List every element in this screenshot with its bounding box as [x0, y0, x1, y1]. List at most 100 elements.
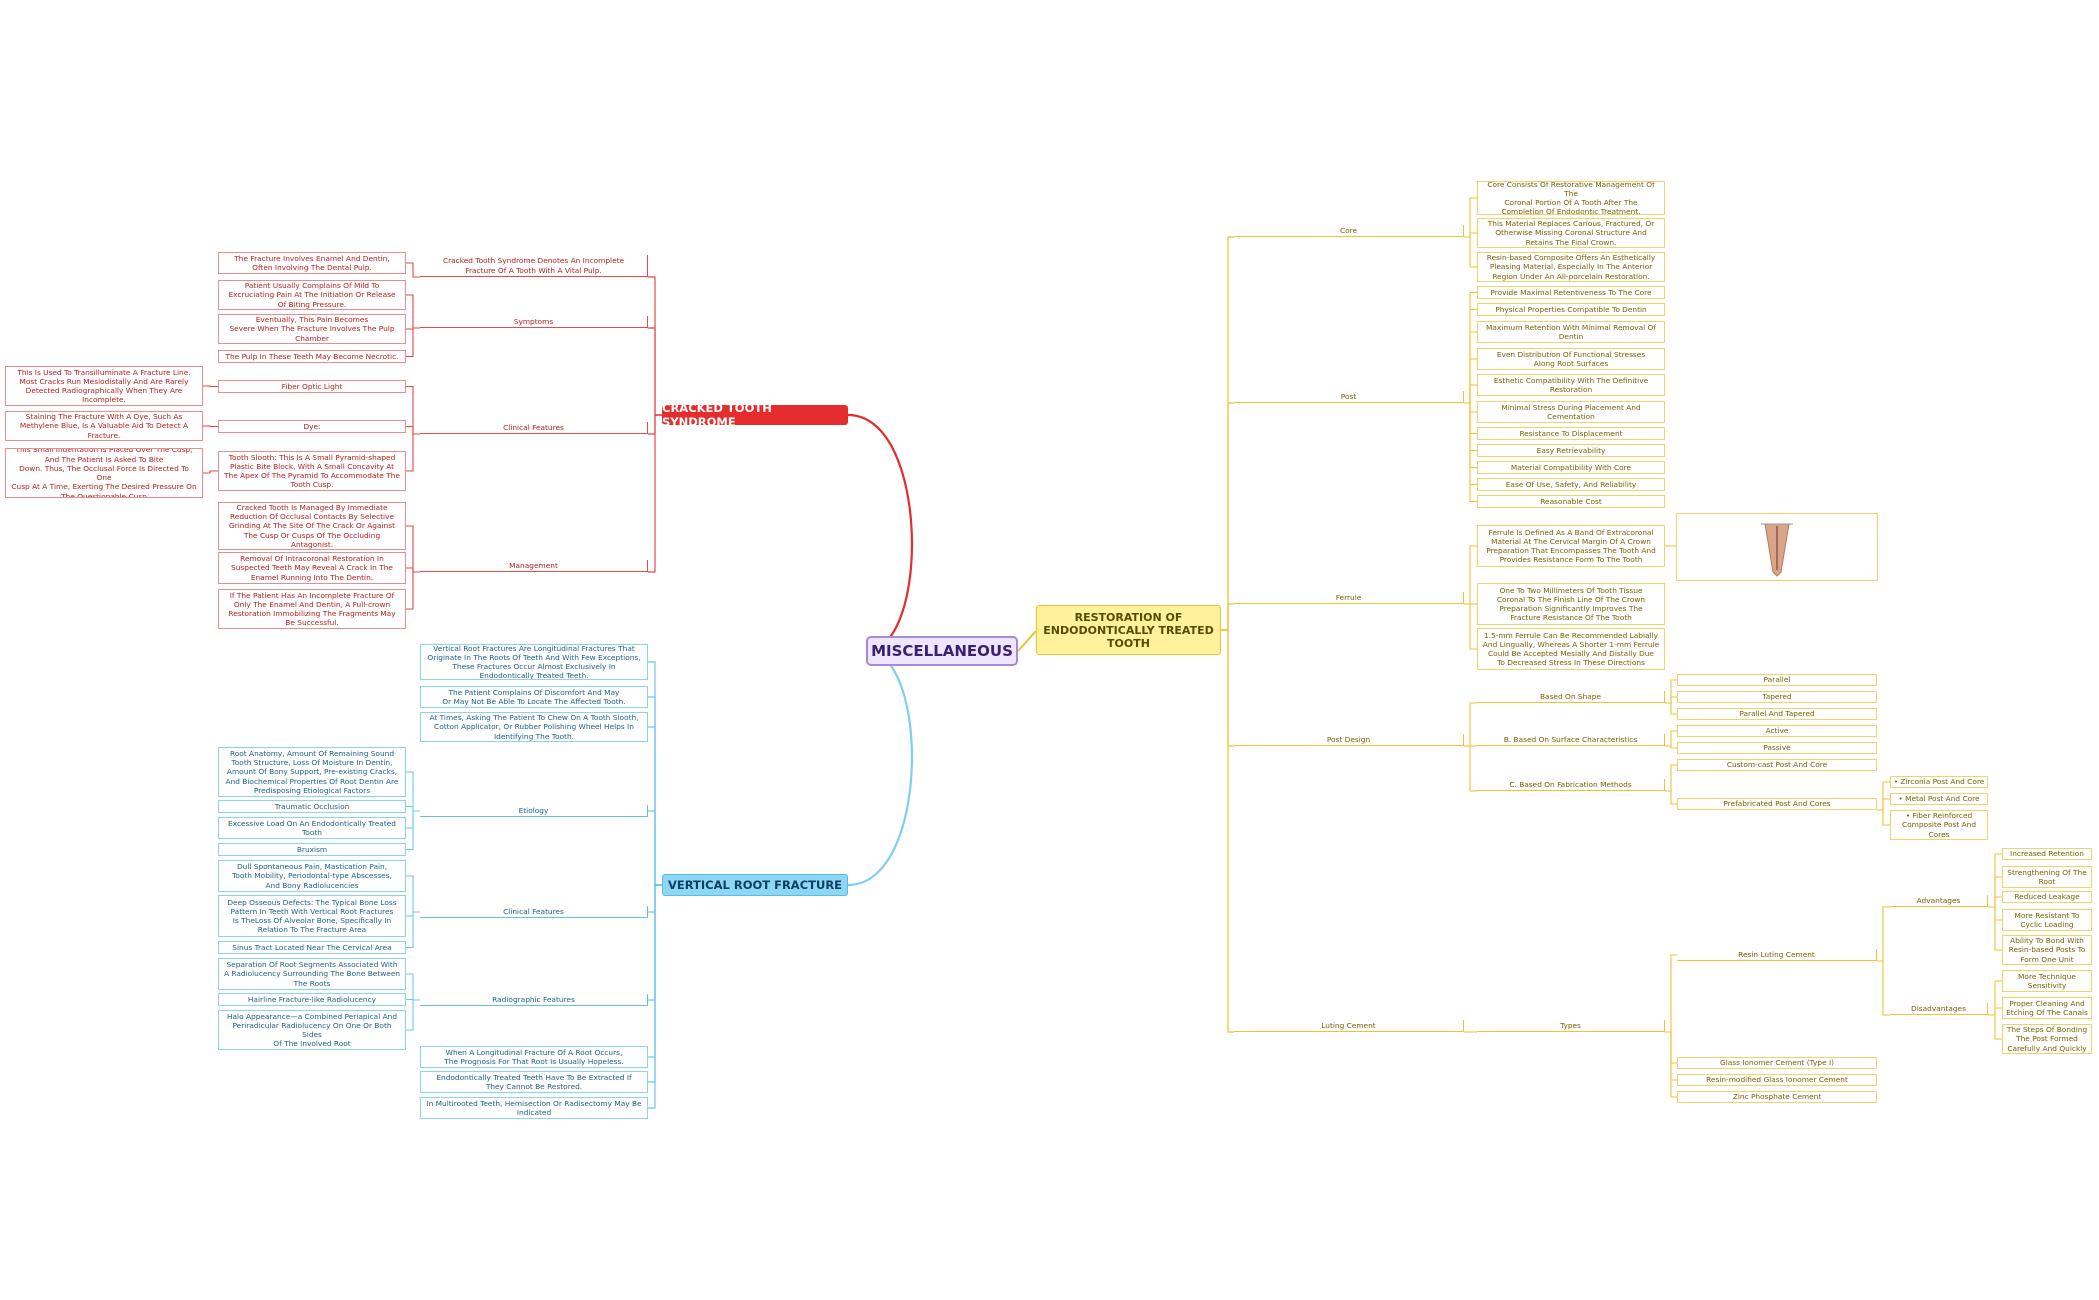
cracked-sub-detail-3[interactable]: This Small Indentation Is Placed Over Th…	[5, 448, 203, 498]
restoration-detail-0-1[interactable]: This Material Replaces Carious, Fracture…	[1477, 218, 1665, 248]
restoration-detail-2-0[interactable]: Ferrule Is Defined As A Band Of Extracor…	[1477, 525, 1665, 567]
vertical-detail-connector	[406, 771, 420, 812]
restoration-branch-3[interactable]: Ferrule	[1234, 592, 1464, 604]
vertical-branch-3[interactable]: At Times, Asking The Patient To Chew On …	[420, 712, 648, 742]
vertical-detail-3[interactable]: Excessive Load On An Endodontically Trea…	[218, 817, 406, 839]
post-design-0[interactable]: Based On Shape	[1477, 691, 1665, 703]
restoration-detail-1-6[interactable]: Resistance To Displacement	[1477, 427, 1665, 440]
resin-disadvantages[interactable]: Disadvantages	[1890, 1003, 1988, 1015]
cracked-detail-8[interactable]: Cracked Tooth Is Managed By Immediate Re…	[218, 502, 406, 550]
disadvantage-2[interactable]: The Steps Of Bonding The Post Formed Car…	[2002, 1024, 2092, 1054]
post-design-1[interactable]: B. Based On Surface Characteristics	[1477, 734, 1665, 746]
restoration-detail-2-1[interactable]: One To Two Millimeters Of Tooth Tissue C…	[1477, 583, 1665, 625]
vertical-detail-8[interactable]: Separation Of Root Segments Associated W…	[218, 958, 406, 990]
vertical-detail-2[interactable]: Traumatic Occlusion	[218, 800, 406, 813]
post-type-connector	[1665, 696, 1677, 704]
post-type-1-1[interactable]: Passive	[1677, 742, 1877, 754]
advantage-3[interactable]: More Resistant To Cyclic Loading	[2002, 909, 2092, 931]
cement-type-2[interactable]: Resin-modified Glass Ionomer Cement	[1677, 1074, 1877, 1086]
cracked-tooth-syndrome-topic[interactable]: CRACKED TOOTH SYNDROME	[662, 401, 848, 429]
branch-connector	[648, 414, 662, 573]
restoration-detail-1-7[interactable]: Easy Retrievability	[1477, 444, 1665, 457]
restoration-branch-1[interactable]: Core	[1234, 225, 1464, 237]
cracked-detail-9[interactable]: Removal Of Intracoronal Restoration In S…	[218, 552, 406, 584]
cement-type-0[interactable]: Resin Luting Cement	[1677, 949, 1877, 961]
vertical-branch-8[interactable]: Endodontically Treated Teeth Have To Be …	[420, 1071, 648, 1093]
disadvantage-0[interactable]: More Technique Sensitivity	[2002, 970, 2092, 992]
restoration-detail-1-1[interactable]: Physical Properties Compatible To Dentin	[1477, 303, 1665, 316]
restoration-branch-2[interactable]: Post	[1234, 391, 1464, 403]
cracked-detail-3[interactable]: Eventually, This Pain Becomes Severe Whe…	[218, 314, 406, 344]
restoration-detail-1-4[interactable]: Esthetic Compatibility With The Definiti…	[1477, 374, 1665, 396]
restoration-detail-0-0[interactable]: Core Consists Of Restorative Management …	[1477, 181, 1665, 215]
vertical-detail-1[interactable]: Root Anatomy, Amount Of Remaining Sound …	[218, 747, 406, 797]
post-type-connector	[1665, 702, 1677, 715]
vertical-branch-9[interactable]: In Multirooted Teeth, Hemisection Or Rad…	[420, 1097, 648, 1119]
disadvantage-connector	[1988, 1014, 2002, 1040]
central-topic[interactable]: MISCELLANEOUS	[866, 636, 1018, 666]
vertical-branch-6[interactable]: Radiographic Features	[420, 994, 648, 1006]
restoration-detail-1-10[interactable]: Reasonable Cost	[1477, 495, 1665, 508]
vertical-detail-4[interactable]: Bruxism	[218, 843, 406, 856]
post-type-0-0[interactable]: Parallel	[1677, 674, 1877, 686]
cement-type-3[interactable]: Zinc Phosphate Cement	[1677, 1091, 1877, 1103]
post-type-2-0[interactable]: Custom-cast Post And Core	[1677, 759, 1877, 771]
cracked-detail-2[interactable]: Patient Usually Complains Of Mild To Exc…	[218, 280, 406, 310]
vertical-branch-4[interactable]: Etiology	[420, 805, 648, 817]
vertical-branch-1[interactable]: Vertical Root Fractures Are Longitudinal…	[420, 644, 648, 680]
advantage-2[interactable]: Reduced Leakage	[2002, 891, 2092, 903]
vertical-detail-6[interactable]: Deep Osseous Defects: The Typical Bone L…	[218, 895, 406, 937]
restoration-detail-0-2[interactable]: Resin-based Composite Offers An Esthetic…	[1477, 252, 1665, 282]
cracked-branch-4[interactable]: Management	[420, 560, 648, 572]
luting-types[interactable]: Types	[1477, 1020, 1665, 1032]
restoration-detail-1-2[interactable]: Maximum Retention With Minimal Removal O…	[1477, 321, 1665, 343]
vertical-detail-10[interactable]: Halo Appearance—a Combined Periapical An…	[218, 1010, 406, 1050]
restoration-detail-1-5[interactable]: Minimal Stress During Placement And Ceme…	[1477, 401, 1665, 423]
resin-advantages[interactable]: Advantages	[1890, 895, 1988, 907]
vertical-detail-9[interactable]: Hairline Fracture-like Radiolucency	[218, 993, 406, 1006]
cracked-detail-6[interactable]: Dye:	[218, 420, 406, 433]
vertical-branch-5[interactable]: Clinical Features	[420, 906, 648, 918]
advantage-1[interactable]: Strengthening Of The Root	[2002, 866, 2092, 888]
restoration-branch-4[interactable]: Post Design	[1234, 734, 1464, 746]
restoration-topic[interactable]: RESTORATION OF ENDODONTICALLY TREATED TO…	[1036, 605, 1221, 655]
prefab-type-1[interactable]: • Metal Post And Core	[1890, 793, 1988, 805]
cracked-detail-4[interactable]: The Pulp In These Teeth May Become Necro…	[218, 350, 406, 363]
cracked-detail-10[interactable]: If The Patient Has An Incomplete Fractur…	[218, 589, 406, 629]
vertical-detail-connector	[406, 973, 420, 1001]
prefab-type-0[interactable]: • Zirconia Post And Core	[1890, 776, 1988, 788]
cement-type-1[interactable]: Glass Ionomer Cement (Type I)	[1677, 1057, 1877, 1069]
advantage-4[interactable]: Ability To Bond With Resin-based Posts T…	[2002, 935, 2092, 965]
cracked-sub-detail-1[interactable]: This Is Used To Transilluminate A Fractu…	[5, 366, 203, 406]
cracked-detail-connector	[406, 294, 420, 329]
cracked-sub-detail-2[interactable]: Staining The Fracture With A Dye, Such A…	[5, 411, 203, 441]
post-type-0-1[interactable]: Tapered	[1677, 691, 1877, 703]
restoration-detail-1-9[interactable]: Ease Of Use, Safety, And Reliability	[1477, 478, 1665, 491]
restoration-detail-1-0[interactable]: Provide Maximal Retentiveness To The Cor…	[1477, 286, 1665, 299]
restoration-detail-2-2[interactable]: 1.5-mm Ferrule Can Be Recommended Labial…	[1477, 628, 1665, 670]
restoration-branch-5[interactable]: Luting Cement	[1234, 1020, 1464, 1032]
disadvantage-1[interactable]: Proper Cleaning And Etching Of The Canal…	[2002, 997, 2092, 1019]
cracked-sub-connector	[203, 425, 218, 428]
prefab-type-2[interactable]: • Fiber Reinforced Composite Post And Co…	[1890, 810, 1988, 840]
cracked-detail-1[interactable]: The Fracture Involves Enamel And Dentin,…	[218, 252, 406, 274]
advantage-0[interactable]: Increased Retention	[2002, 848, 2092, 860]
cracked-detail-7[interactable]: Tooth Slooth: This Is A Small Pyramid-sh…	[218, 451, 406, 491]
cracked-branch-1[interactable]: Cracked Tooth Syndrome Denotes An Incomp…	[420, 255, 648, 277]
vertical-root-fracture-topic[interactable]: VERTICAL ROOT FRACTURE	[662, 874, 848, 896]
vertical-detail-7[interactable]: Sinus Tract Located Near The Cervical Ar…	[218, 941, 406, 954]
cracked-branch-3[interactable]: Clinical Features	[420, 422, 648, 434]
restoration-connector	[1221, 629, 1234, 1033]
post-design-2[interactable]: C. Based On Fabrication Methods	[1477, 779, 1665, 791]
post-type-0-2[interactable]: Parallel And Tapered	[1677, 708, 1877, 720]
restoration-detail-1-8[interactable]: Material Compatibility With Core	[1477, 461, 1665, 474]
post-type-1-0[interactable]: Active	[1677, 725, 1877, 737]
cracked-branch-2[interactable]: Symptoms	[420, 316, 648, 328]
post-type-2-1[interactable]: Prefabricated Post And Cores	[1677, 798, 1877, 810]
vertical-branch-7[interactable]: When A Longitudinal Fracture Of A Root O…	[420, 1046, 648, 1068]
vertical-detail-5[interactable]: Dull Spontaneous Pain, Mastication Pain,…	[218, 860, 406, 892]
restoration-detail-connector	[1464, 603, 1477, 650]
vertical-branch-2[interactable]: The Patient Complains Of Discomfort And …	[420, 686, 648, 708]
cracked-detail-5[interactable]: Fiber Optic Light	[218, 380, 406, 393]
restoration-detail-1-3[interactable]: Even Distribution Of Functional Stresses…	[1477, 348, 1665, 370]
